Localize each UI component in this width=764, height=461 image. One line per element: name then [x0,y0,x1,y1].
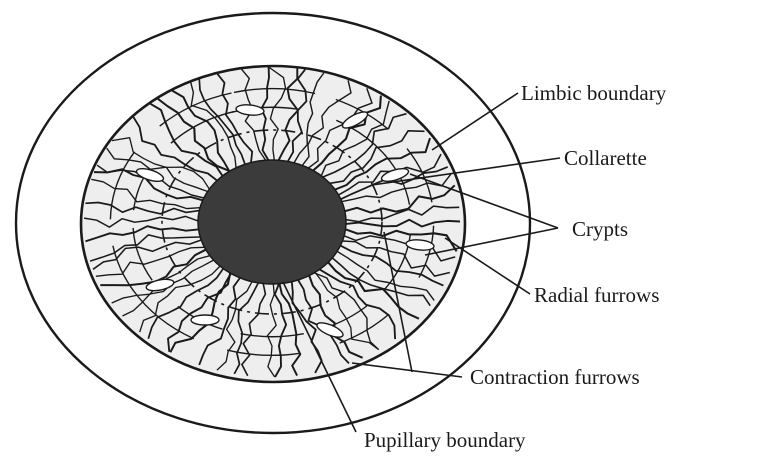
label-crypts: Crypts [572,217,628,241]
label-radial-furrows: Radial furrows [534,283,659,307]
leader-limbic-boundary [432,93,518,150]
label-collarette: Collarette [564,146,647,170]
pupil [198,160,346,284]
label-contraction-furrows: Contraction furrows [470,365,640,389]
label-pupillary-boundary: Pupillary boundary [364,428,526,452]
leader-contraction-furrows-1 [352,363,462,377]
label-limbic-boundary: Limbic boundary [521,81,667,105]
crypt [191,315,219,325]
